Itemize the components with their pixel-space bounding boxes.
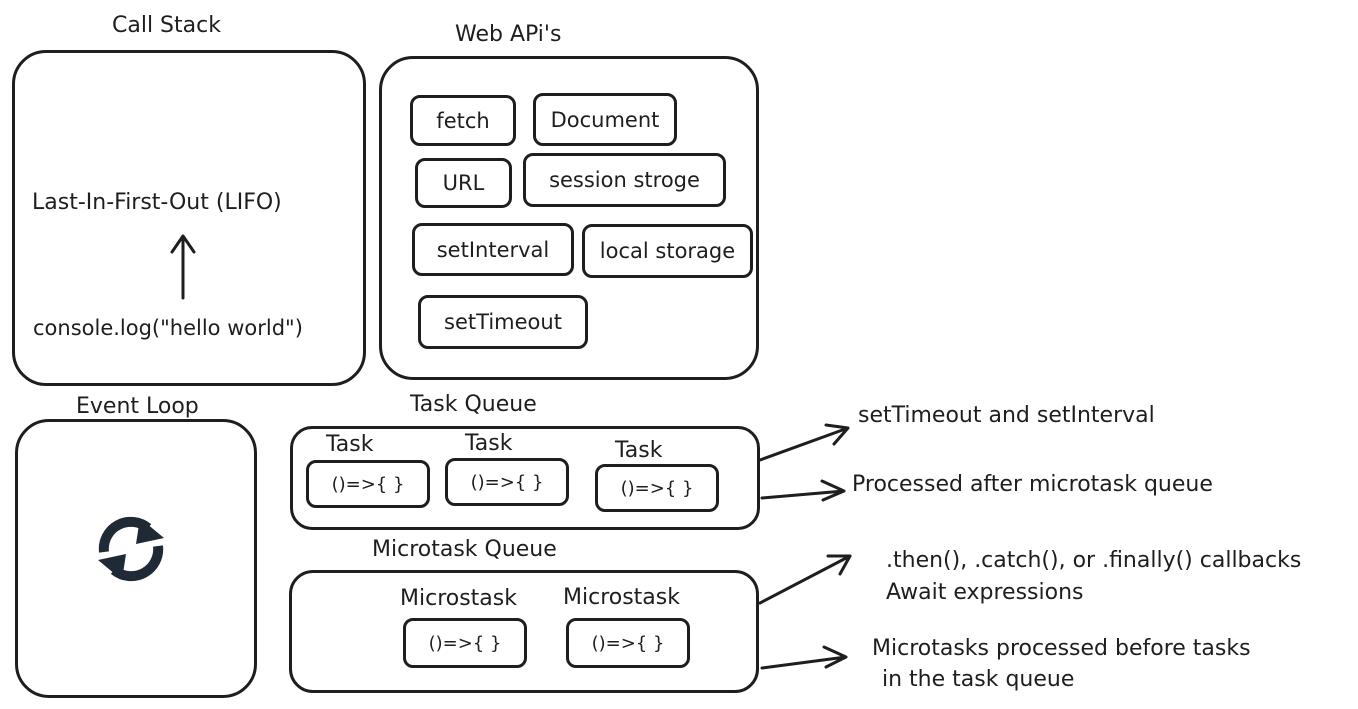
api-local-storage: local storage	[582, 224, 753, 278]
lifo-arrow	[170, 234, 196, 300]
task-note-1: setTimeout and setInterval	[858, 403, 1155, 428]
task-label: Task	[326, 432, 374, 457]
event-loop-title: Event Loop	[76, 394, 199, 419]
task-queue-title: Task Queue	[410, 392, 537, 417]
api-settimeout: setTimeout	[418, 295, 588, 349]
api-fetch: fetch	[410, 95, 516, 146]
microtask-queue-title: Microtask Queue	[372, 537, 557, 562]
task-label: Task	[615, 438, 663, 463]
microtask-callback: ()=>{ }	[403, 618, 527, 668]
microtask-note-arrow-1	[758, 554, 852, 605]
web-apis-title: Web APi's	[455, 22, 562, 47]
task-callback: ()=>{ }	[595, 464, 719, 512]
task-note-arrow-1	[758, 423, 850, 462]
event-loop-box	[15, 419, 257, 698]
microtask-note-arrow-2	[760, 645, 848, 670]
microtask-note-1-line1: .then(), .catch(), or .finally() callbac…	[886, 548, 1302, 573]
task-note-arrow-2	[760, 479, 846, 502]
microtask-label: Microstask	[563, 585, 680, 610]
microtask-note-2-line2: in the task queue	[882, 667, 1075, 692]
task-label: Task	[465, 431, 513, 456]
api-url: URL	[415, 158, 512, 208]
task-callback: ()=>{ }	[445, 458, 569, 506]
api-document: Document	[533, 93, 677, 146]
microtask-label: Microstask	[400, 586, 517, 611]
lifo-label: Last-In-First-Out (LIFO)	[32, 190, 282, 215]
task-callback: ()=>{ }	[306, 460, 430, 508]
task-note-2: Processed after microtask queue	[852, 472, 1213, 497]
microtask-note-1-line2: Await expressions	[886, 580, 1084, 605]
call-stack-entry: console.log("hello world")	[33, 316, 303, 340]
call-stack-title: Call Stack	[112, 13, 221, 38]
microtask-note-2-line1: Microtasks processed before tasks	[872, 636, 1251, 661]
refresh-icon	[98, 516, 164, 582]
api-session-storage: session stroge	[523, 153, 726, 207]
api-setinterval: setInterval	[412, 223, 574, 276]
call-stack-box	[12, 50, 366, 386]
microtask-callback: ()=>{ }	[566, 618, 690, 668]
